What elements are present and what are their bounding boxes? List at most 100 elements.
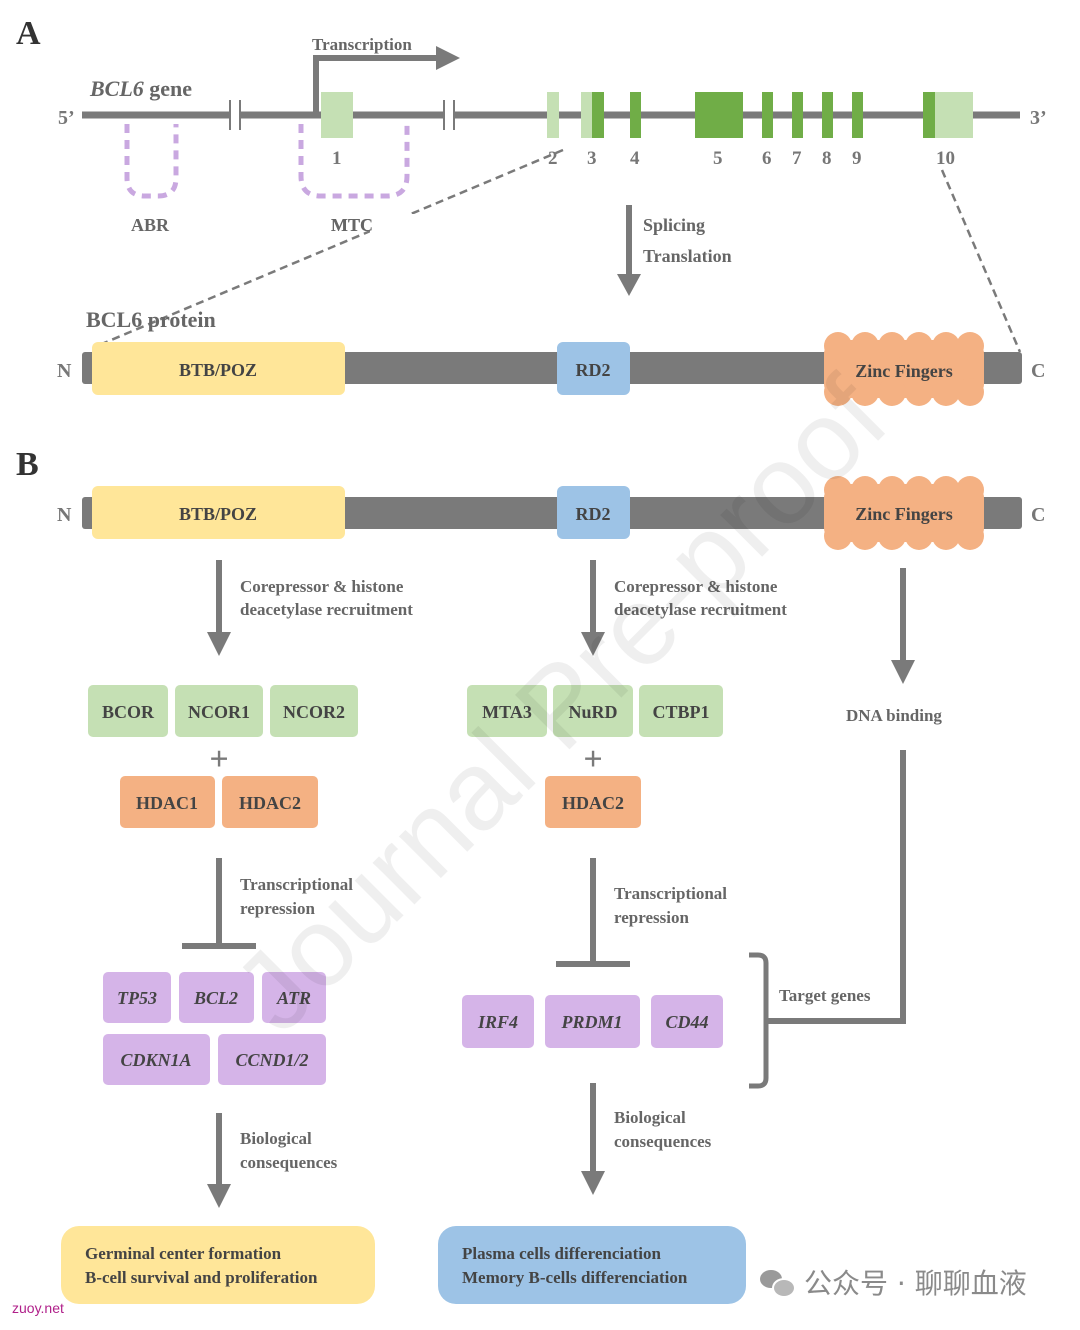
left-outcome-line2: B-cell survival and proliferation bbox=[85, 1268, 318, 1287]
exon-number-2: 2 bbox=[548, 148, 558, 169]
mid-corepressor-box bbox=[553, 685, 633, 737]
mid-plus: + bbox=[583, 741, 602, 778]
left-gene-box bbox=[262, 972, 326, 1023]
abr-label: ABR bbox=[131, 215, 170, 235]
exon-number-1: 1 bbox=[332, 148, 342, 169]
mid-bio-line1: Biological bbox=[614, 1108, 686, 1127]
left-gene-label: ATR bbox=[276, 988, 311, 1008]
left-corepressor-label: NCOR2 bbox=[283, 702, 345, 722]
mid-corep-line2: deacetylase recruitment bbox=[614, 600, 787, 619]
left-hdac-box bbox=[222, 776, 318, 828]
target-genes-label: Target genes bbox=[779, 986, 871, 1005]
mid-gene-box bbox=[545, 995, 640, 1048]
left-hdac-label: HDAC1 bbox=[136, 793, 198, 813]
left-bio-line1: Biological bbox=[240, 1129, 312, 1148]
mid-gene-label: CD44 bbox=[665, 1012, 708, 1032]
left-gene-box bbox=[103, 972, 171, 1023]
dna-binding-label: DNA binding bbox=[846, 706, 942, 725]
three-prime-label: 3’ bbox=[1030, 107, 1047, 129]
protein-a-zinc-label: Zinc Fingers bbox=[855, 361, 953, 381]
left-bio-line2: consequences bbox=[240, 1153, 338, 1172]
left-corepressor-box bbox=[270, 685, 358, 737]
left-gene-label: CCND1/2 bbox=[235, 1050, 308, 1070]
left-outcome-box bbox=[61, 1226, 375, 1304]
protein-b-zinc-label: Zinc Fingers bbox=[855, 504, 953, 524]
mid-corepressor-label: MTA3 bbox=[482, 702, 532, 722]
footer-account: 公众号 · 聊聊血液 bbox=[760, 1262, 1027, 1302]
left-outcome-line1: Germinal center formation bbox=[85, 1244, 282, 1263]
projection-line-left bbox=[103, 148, 564, 345]
exon-number-3: 3 bbox=[587, 148, 597, 169]
dna-binding-connector bbox=[766, 750, 906, 1024]
left-corepressor-box bbox=[88, 685, 168, 737]
left-plus: + bbox=[209, 741, 228, 778]
exon-3-light bbox=[581, 92, 592, 138]
exon-2 bbox=[547, 92, 559, 138]
protein-a-n: N bbox=[57, 360, 72, 382]
mid-corepressor-box bbox=[467, 685, 547, 737]
five-prime-label: 5’ bbox=[58, 107, 75, 129]
exon-number-4: 4 bbox=[630, 148, 640, 169]
protein-b-c: C bbox=[1031, 504, 1045, 526]
protein-b-rd2-domain bbox=[557, 486, 630, 539]
left-bio-arrowhead bbox=[207, 1184, 231, 1208]
protein-a-rd2-label: RD2 bbox=[576, 360, 611, 380]
wechat-icon bbox=[760, 1268, 796, 1298]
mid-gene-label: PRDM1 bbox=[560, 1012, 622, 1032]
exon-1 bbox=[321, 92, 353, 138]
gene-break-left bbox=[229, 100, 241, 130]
footer-site[interactable]: zuoy.net bbox=[12, 1300, 64, 1316]
left-corepressor-label: BCOR bbox=[102, 702, 155, 722]
mid-corepressor-label: NuRD bbox=[568, 702, 617, 722]
protein-b-rd2-label: RD2 bbox=[576, 504, 611, 524]
gene-break-right bbox=[443, 100, 455, 130]
mid-recruit-arrowhead bbox=[581, 632, 605, 656]
mtc-label-overlay: MTC bbox=[331, 215, 373, 235]
left-hdac-label: HDAC2 bbox=[239, 793, 301, 813]
left-gene-box bbox=[218, 1034, 326, 1085]
left-corep-line1: Corepressor & histone bbox=[240, 577, 404, 596]
transcription-arrow bbox=[313, 55, 440, 112]
transcription-label: Transcription bbox=[312, 35, 412, 54]
mid-bio-arrowhead bbox=[581, 1171, 605, 1195]
exon-6 bbox=[762, 92, 773, 138]
left-gene-label: TP53 bbox=[117, 988, 157, 1008]
left-recruit-arrowhead bbox=[207, 632, 231, 656]
right-dna-arrowhead bbox=[891, 660, 915, 684]
exon-4 bbox=[630, 92, 641, 138]
translation-label: Translation bbox=[643, 246, 732, 266]
protein-a-rd2-domain bbox=[557, 342, 630, 395]
footer-account-label: 公众号 · 聊聊血液 bbox=[804, 1267, 1027, 1300]
mtc-label: MTC bbox=[331, 215, 373, 235]
panel-a-letter: A bbox=[16, 15, 41, 52]
splicing-label: Splicing bbox=[643, 215, 705, 235]
exon-number-10: 10 bbox=[936, 148, 955, 169]
left-gene-label: CDKN1A bbox=[120, 1050, 191, 1070]
mid-hdac-box bbox=[545, 776, 641, 828]
mid-gene-label: IRF4 bbox=[477, 1012, 518, 1032]
mid-trans-rep-line1: Transcriptional bbox=[614, 884, 727, 903]
abr-loop bbox=[124, 124, 179, 199]
gene-title: BCL6 gene bbox=[89, 76, 192, 101]
protein-a-zinc-domain bbox=[824, 332, 984, 406]
exon-9 bbox=[852, 92, 863, 138]
mid-trans-rep-line2: repression bbox=[614, 908, 689, 927]
target-genes-bracket bbox=[749, 952, 769, 1089]
splicing-arrowhead bbox=[617, 274, 641, 296]
left-hdac-box bbox=[120, 776, 215, 828]
mid-corepressor-label: CTBP1 bbox=[652, 702, 709, 722]
left-corepressor-label: NCOR1 bbox=[188, 702, 250, 722]
left-gene-box bbox=[103, 1034, 210, 1085]
protein-title: BCL6 protein bbox=[86, 307, 216, 332]
mid-outcome-line1: Plasma cells differenciation bbox=[462, 1244, 661, 1263]
left-trans-rep-line2: repression bbox=[240, 899, 315, 918]
panel-b-letter: B bbox=[16, 446, 39, 483]
exon-number-5: 5 bbox=[713, 148, 723, 169]
mid-bio-line2: consequences bbox=[614, 1132, 712, 1151]
mid-outcome-box bbox=[438, 1226, 746, 1304]
left-corep-line2: deacetylase recruitment bbox=[240, 600, 413, 619]
exon-number-6: 6 bbox=[762, 148, 772, 169]
mid-outcome-line2: Memory B-cells differenciation bbox=[462, 1268, 688, 1287]
